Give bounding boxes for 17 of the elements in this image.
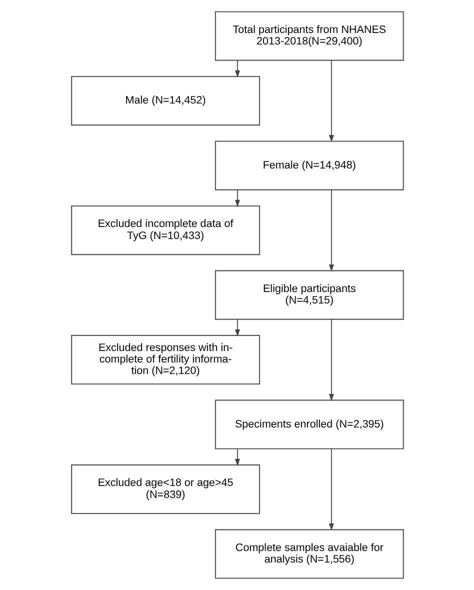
- node-box: Excluded age<18 or age>45 (N=839): [70, 464, 260, 514]
- arrow: [328, 318, 334, 402]
- arrow: [328, 189, 334, 272]
- arrow: [234, 190, 240, 208]
- node-box: Eligible participants (N=4,515): [214, 270, 404, 320]
- node-box: Excluded incomplete data of TyG (N=10,433): [70, 205, 260, 256]
- node-box: Total participants from NHANES 2013-2018(N=29,400): [214, 11, 404, 61]
- node-box: Complete samples avaiable for analysis (N=1,556): [214, 529, 404, 579]
- arrow: [234, 60, 240, 78]
- arrow: [234, 448, 240, 466]
- node-box: Speciments enrolled (N=2,395): [214, 400, 404, 450]
- node-box: Excluded responses with in- complete of fertility informa- tion (N=2,120): [70, 334, 260, 385]
- node-box: Female (N=14,948): [214, 140, 404, 190]
- node-box: Male (N=14,452): [70, 76, 260, 126]
- arrow: [328, 60, 334, 142]
- arrow: [328, 448, 334, 531]
- arrow: [234, 319, 240, 337]
